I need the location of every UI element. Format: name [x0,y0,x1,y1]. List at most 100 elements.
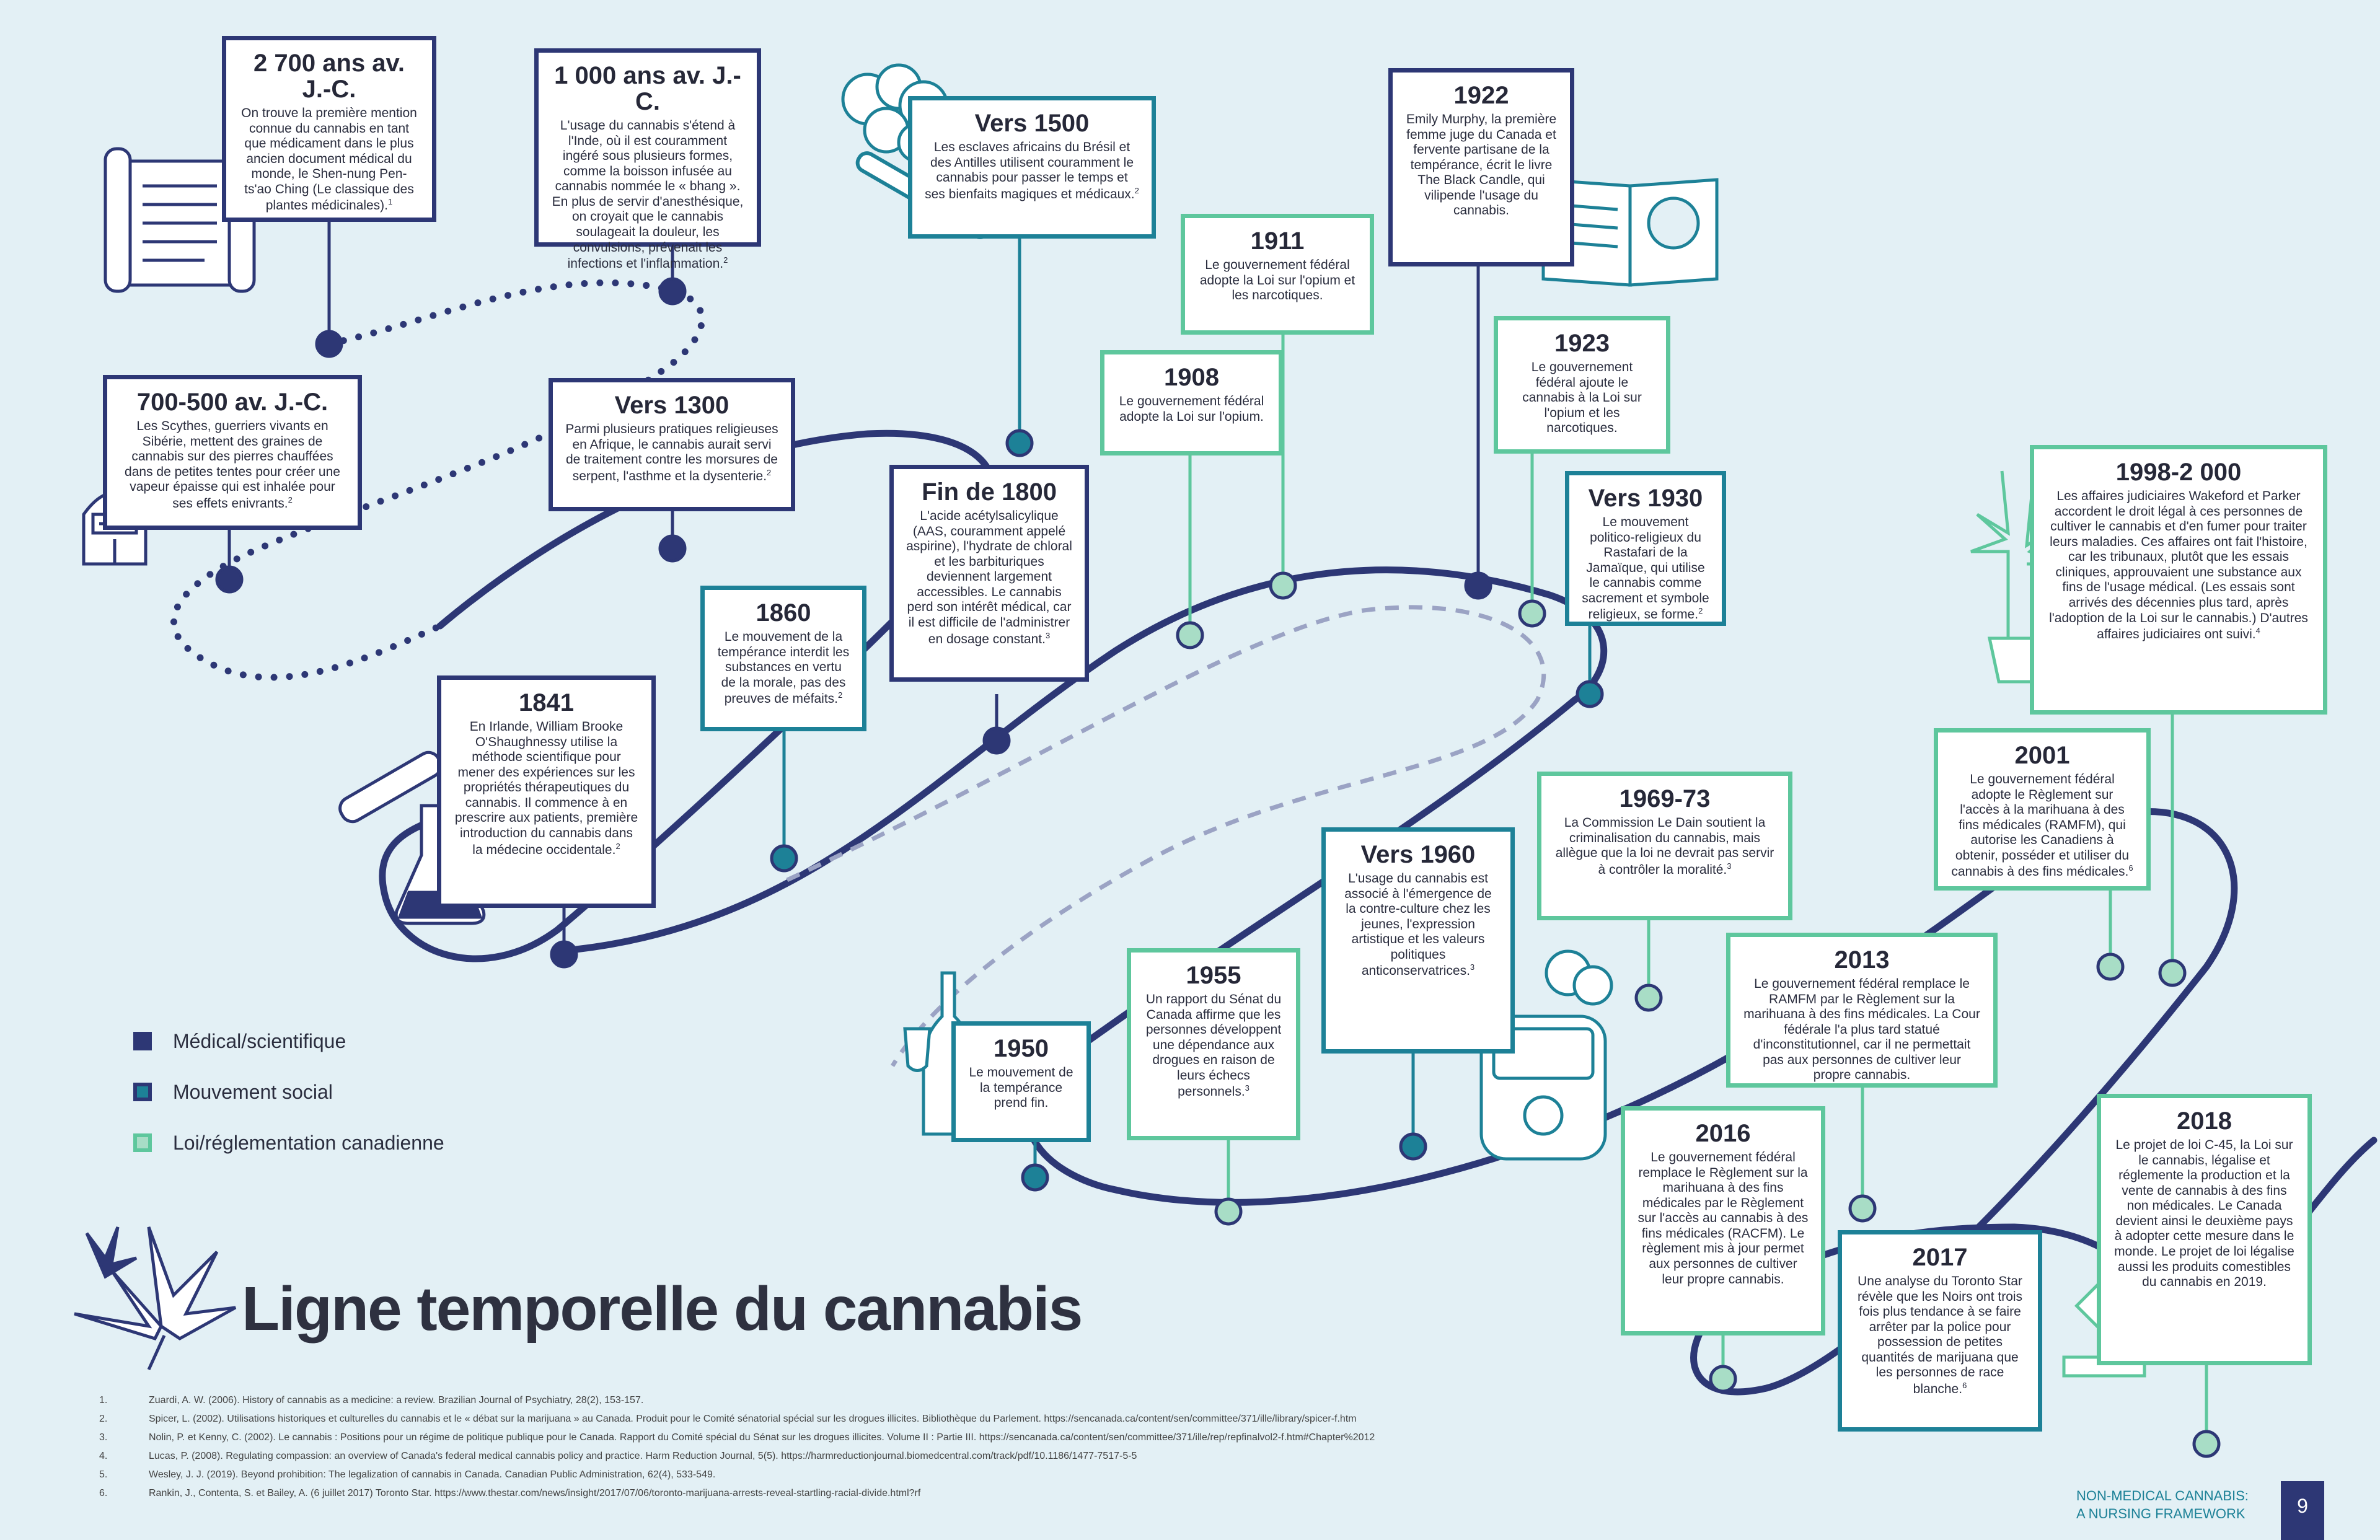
reference-number: 1. [99,1391,149,1410]
cannabis-leaf-icon [74,1227,236,1370]
legend-label: Médical/scientifique [173,1030,346,1053]
node-1960 [1401,1134,1426,1159]
legend-item-medical: Médical/scientifique [133,1029,444,1054]
reference-text: Nolin, P. et Kenny, C. (2002). Le cannab… [149,1428,1375,1447]
event-text: Le mouvement de la tempérance interdit l… [717,630,850,707]
event-1908: 1908 Le gouvernement fédéral adopte la L… [1100,350,1283,455]
reference-item: 4.Lucas, P. (2008). Regulating compassio… [99,1447,1773,1466]
node-1998 [2160,961,2185,985]
reference-number: 3. [99,1428,149,1447]
event-year: 700-500 av. J.-C. [120,389,345,415]
legend-swatch-medical [133,1032,152,1050]
node-700bc [217,567,242,592]
reference-superscript: 2 [288,495,293,504]
reference-number: 4. [99,1447,149,1466]
node-1950 [1023,1165,1047,1190]
event-year: 1908 [1117,364,1266,390]
references: 1.Zuardi, A. W. (2006). History of canna… [99,1391,1773,1503]
legend-swatch-law [133,1133,152,1152]
reference-superscript: 2 [615,842,620,851]
legend-swatch-social [133,1083,152,1101]
node-2016 [1711,1366,1735,1391]
node-2013 [1850,1196,1875,1221]
event-text: On trouve la première mention connue du … [239,106,420,214]
reference-item: 3.Nolin, P. et Kenny, C. (2002). Le cann… [99,1428,1773,1447]
reference-item: 5.Wesley, J. J. (2019). Beyond prohibiti… [99,1466,1773,1484]
event-2001: 2001 Le gouvernement fédéral adopte le R… [1934,728,2151,891]
node-1908 [1178,623,1202,648]
event-year: Vers 1930 [1582,485,1709,511]
event-year: 2018 [2113,1108,2295,1134]
event-year: 1950 [968,1036,1074,1062]
event-text: Le gouvernement fédéral adopte le Règlem… [1950,772,2134,880]
event-year: Vers 1300 [565,392,778,418]
reference-superscript: 6 [2128,863,2133,873]
node-1500 [1007,431,1032,455]
event-text: Le mouvement de la tempérance prend fin. [968,1065,1074,1111]
reference-text: Zuardi, A. W. (2006). History of cannabi… [149,1391,643,1410]
reference-item: 2.Spicer, L. (2002). Utilisations histor… [99,1410,1773,1428]
event-text: Le gouvernement fédéral remplace le RAMF… [1743,977,1981,1083]
node-1955 [1216,1199,1241,1224]
event-1841: 1841 En Irlande, William Brooke O'Shaugh… [437,675,656,908]
event-year: 1923 [1510,330,1654,356]
reference-number: 5. [99,1466,149,1484]
reference-superscript: 3 [1245,1083,1250,1093]
event-1800: Fin de 1800 L'acide acétylsalicylique (A… [889,465,1089,682]
reference-superscript: 3 [1046,631,1050,640]
node-2700bc [317,332,342,356]
event-1922: 1922 Emily Murphy, la première femme jug… [1388,68,1574,266]
reference-text: Lucas, P. (2008). Regulating compassion:… [149,1447,1137,1466]
event-text: Le gouvernement fédéral adopte la Loi su… [1117,394,1266,425]
legend-item-social: Mouvement social [133,1080,444,1104]
event-1950: 1950 Le mouvement de la tempérance prend… [951,1021,1091,1142]
reference-text: Rankin, J., Contenta, S. et Bailey, A. (… [149,1484,920,1503]
footer-publication: NON-MEDICAL CANNABIS: A NURSING FRAMEWOR… [2076,1487,2249,1523]
event-year: 1 000 ans av. J.-C. [551,63,744,115]
reference-superscript: 2 [723,255,728,265]
event-1860: 1860 Le mouvement de la tempérance inter… [700,586,866,731]
event-700bc: 700-500 av. J.-C. Les Scythes, guerriers… [103,375,362,530]
event-text: Le gouvernement fédéral adopte la Loi su… [1197,258,1357,304]
event-text: Le projet de loi C-45, la Loi sur le can… [2113,1138,2295,1290]
event-1969: 1969-73 La Commission Le Dain soutient l… [1537,772,1792,920]
event-1500: Vers 1500 Les esclaves africains du Brés… [908,96,1156,239]
event-text: L'usage du cannabis s'étend à l'Inde, où… [551,118,744,272]
node-1922 [1466,573,1491,598]
event-text: Les Scythes, guerriers vivants en Sibéri… [120,419,345,511]
reference-number: 6. [99,1484,149,1503]
event-text: Parmi plusieurs pratiques religieuses en… [565,422,778,484]
event-1300: Vers 1300 Parmi plusieurs pratiques reli… [549,378,795,511]
event-2013: 2013 Le gouvernement fédéral remplace le… [1726,933,1998,1088]
page-number: 9 [2281,1481,2324,1540]
reference-superscript: 3 [1470,962,1474,972]
event-year: 1955 [1144,962,1284,988]
event-2018: 2018 Le projet de loi C-45, la Loi sur l… [2097,1094,2312,1365]
node-1969 [1636,985,1661,1010]
event-2700bc: 2 700 ans av. J.-C. On trouve la premièr… [222,36,436,222]
reference-item: 1.Zuardi, A. W. (2006). History of canna… [99,1391,1773,1410]
node-1300 [660,536,685,561]
event-1923: 1923 Le gouvernement fédéral ajoute le c… [1494,316,1670,454]
reference-superscript: 2 [1135,186,1139,195]
event-text: Les affaires judiciaires Wakeford et Par… [2047,489,2311,643]
node-1860 [772,846,796,871]
reference-superscript: 4 [2256,626,2260,635]
event-text: Le gouvernement fédéral remplace le Règl… [1637,1150,1809,1287]
footer-line-2: A NURSING FRAMEWORK [2076,1505,2249,1523]
event-text: Emily Murphy, la première femme juge du … [1405,112,1558,219]
event-year: 1911 [1197,228,1357,254]
reference-superscript: 3 [1727,861,1731,871]
reference-text: Wesley, J. J. (2019). Beyond prohibition… [149,1466,715,1484]
reference-superscript: 2 [767,468,771,477]
event-text: En Irlande, William Brooke O'Shaughnessy… [454,719,639,858]
event-1930: Vers 1930 Le mouvement politico-religieu… [1565,471,1726,626]
legend-label: Loi/réglementation canadienne [173,1132,444,1155]
node-1930 [1577,682,1602,706]
event-text: La Commission Le Dain soutient la crimin… [1554,816,1776,878]
node-2001 [2098,954,2123,979]
node-1911 [1271,573,1295,598]
event-year: Fin de 1800 [906,479,1072,505]
event-year: 2016 [1637,1120,1809,1146]
event-year: 2001 [1950,742,2134,768]
